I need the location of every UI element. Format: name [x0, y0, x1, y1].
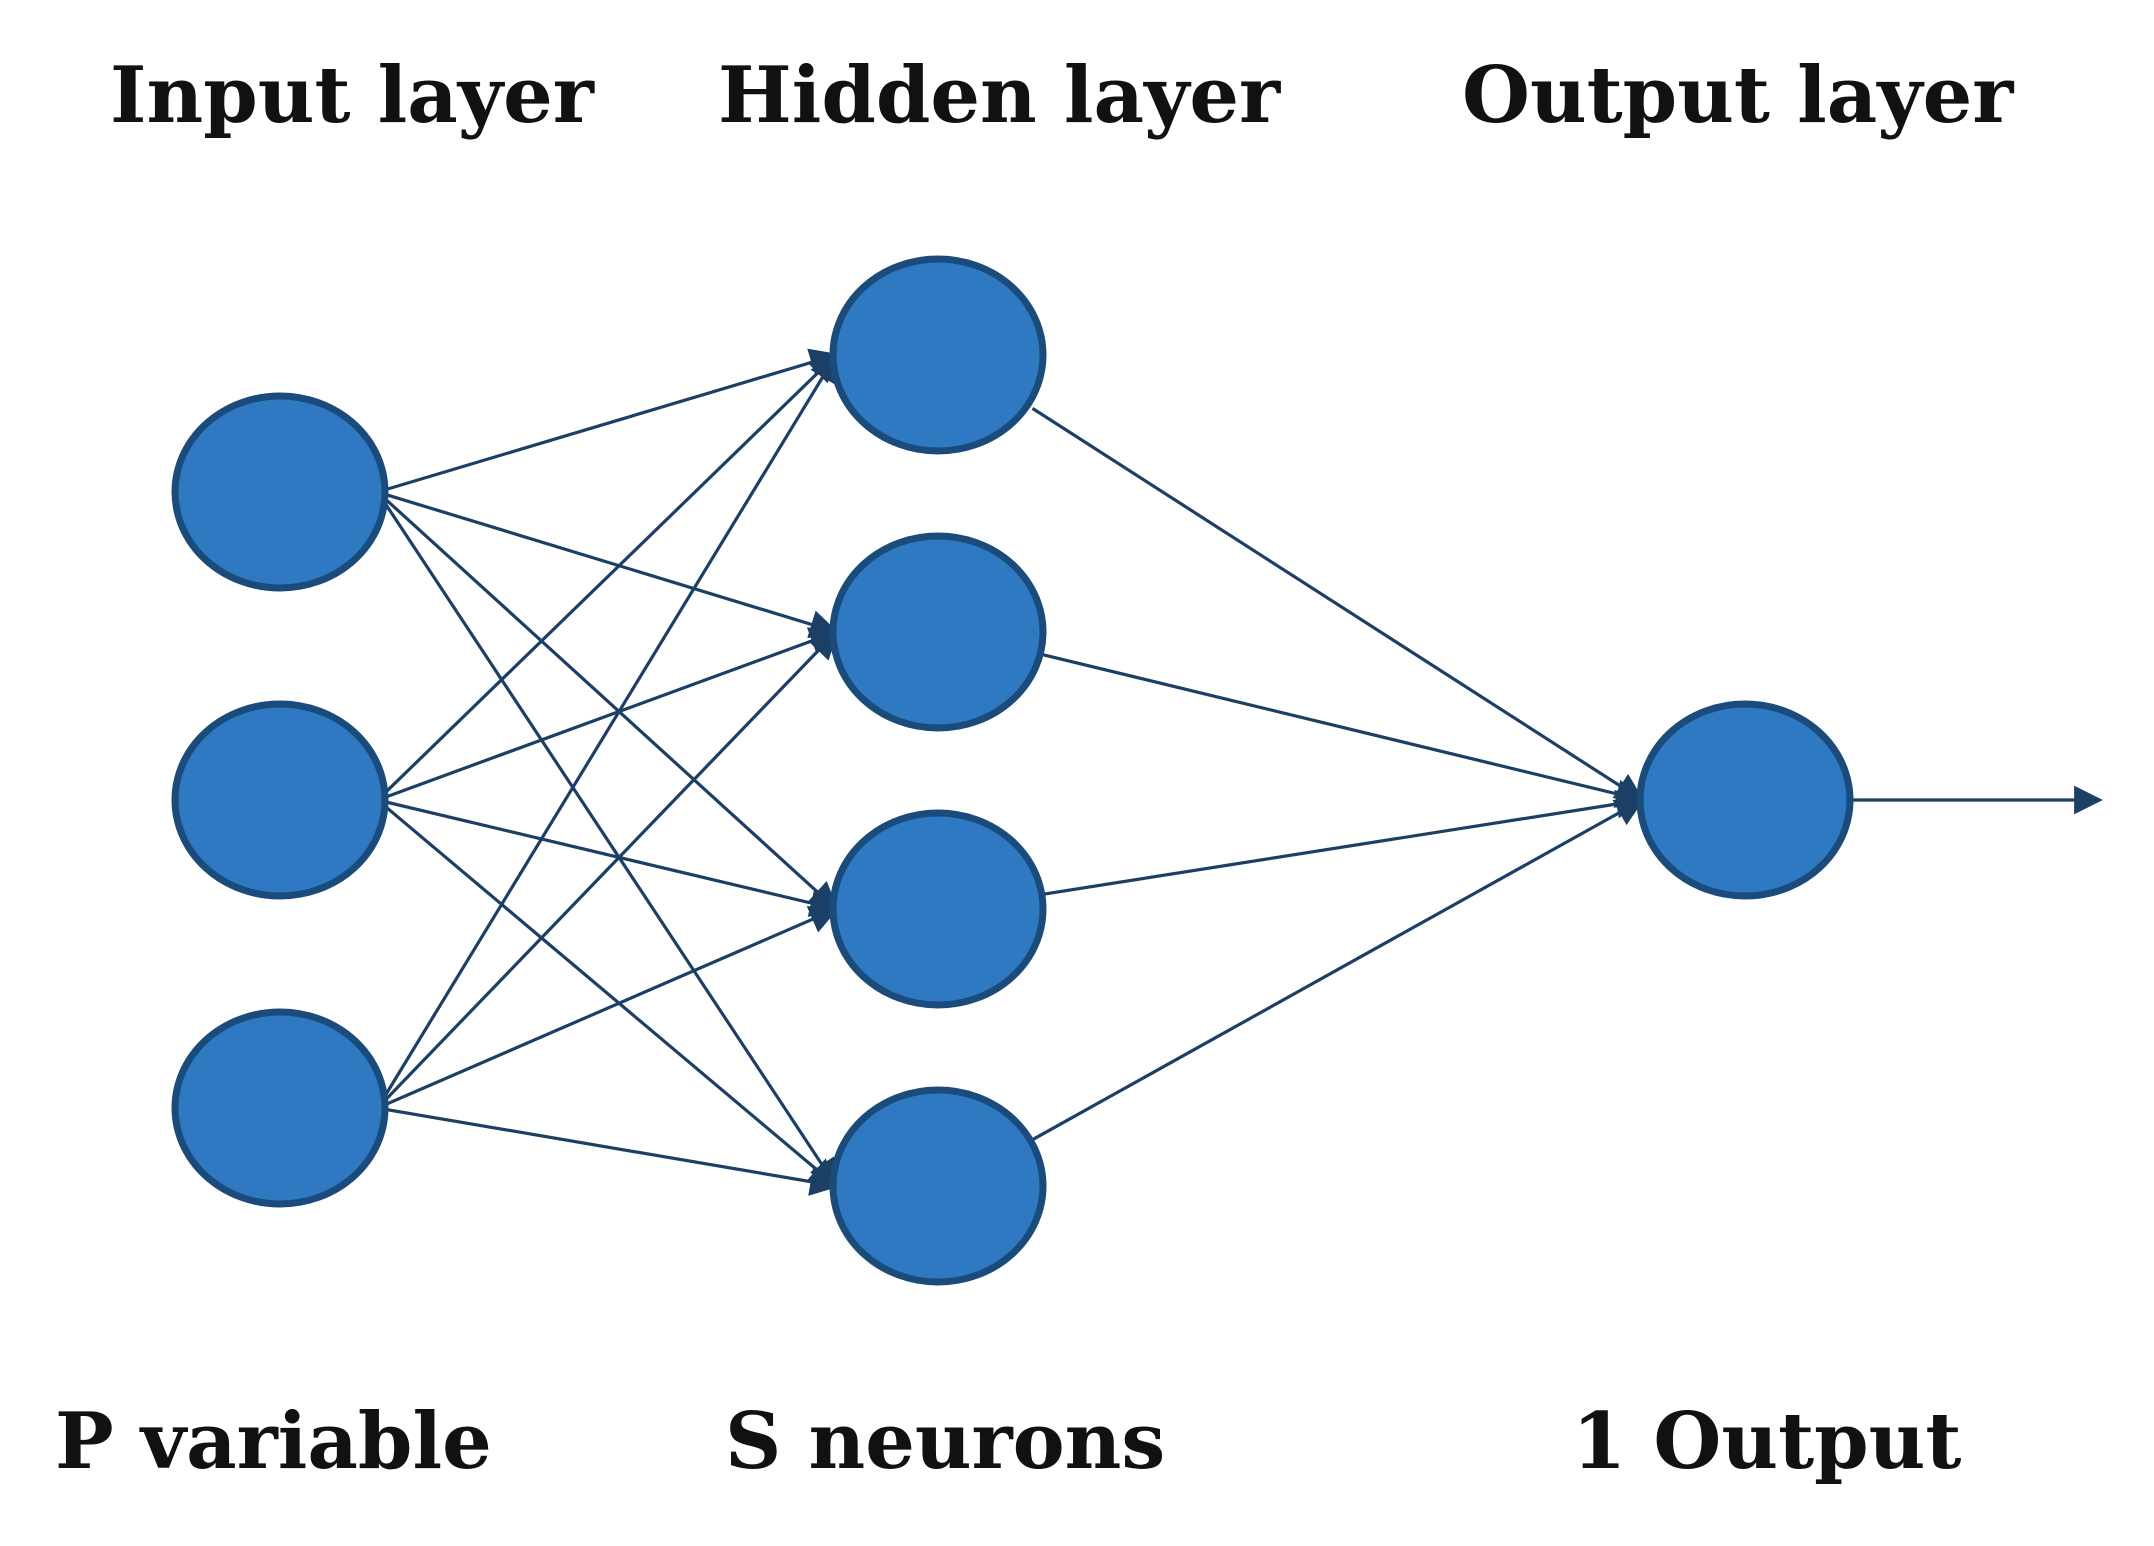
neurons [171, 255, 1854, 1286]
edge-input-3-hidden-1 [376, 352, 838, 1109]
edge-input-1-hidden-2 [377, 490, 839, 639]
edge-hidden-3-output-1 [1032, 789, 1645, 898]
hidden-neuron-2 [829, 532, 1047, 732]
edge-input-3-hidden-2 [376, 629, 839, 1110]
hidden-neuron-4 [829, 1086, 1047, 1286]
output-layer-title: Output layer [1462, 50, 2014, 141]
hidden-neuron-1 [829, 255, 1047, 455]
connections [376, 348, 2103, 1196]
input-layer-caption: P variable [55, 1396, 492, 1487]
hidden-neuron-3 [829, 809, 1047, 1009]
edge-hidden-4-output-1 [1031, 798, 1645, 1142]
edge-input-1-hidden-1 [377, 348, 839, 494]
input-layer-title: Input layer [110, 50, 595, 141]
hidden-layer-title: Hidden layer [718, 50, 1281, 141]
output-layer-caption: 1 Output [1572, 1396, 1961, 1487]
input-neuron-3 [171, 1008, 389, 1208]
edge-input-2-hidden-1 [376, 352, 839, 802]
edge-input-3-hidden-4 [377, 1106, 839, 1196]
input-neuron-2 [171, 700, 389, 900]
edge-input-1-hidden-3 [376, 490, 839, 911]
input-neuron-1 [171, 392, 389, 592]
edge-hidden-1-output-1 [1031, 407, 1645, 802]
edge-input-2-hidden-4 [376, 798, 839, 1188]
edge-input-3-hidden-3 [377, 906, 839, 1110]
edge-input-2-hidden-2 [377, 627, 839, 802]
output-neuron-1 [1636, 700, 1854, 900]
edge-input-2-hidden-3 [377, 798, 839, 918]
edge-hidden-2-output-1 [1032, 650, 1645, 808]
edge-input-1-hidden-4 [376, 491, 838, 1189]
hidden-layer-caption: S neurons [725, 1396, 1165, 1487]
